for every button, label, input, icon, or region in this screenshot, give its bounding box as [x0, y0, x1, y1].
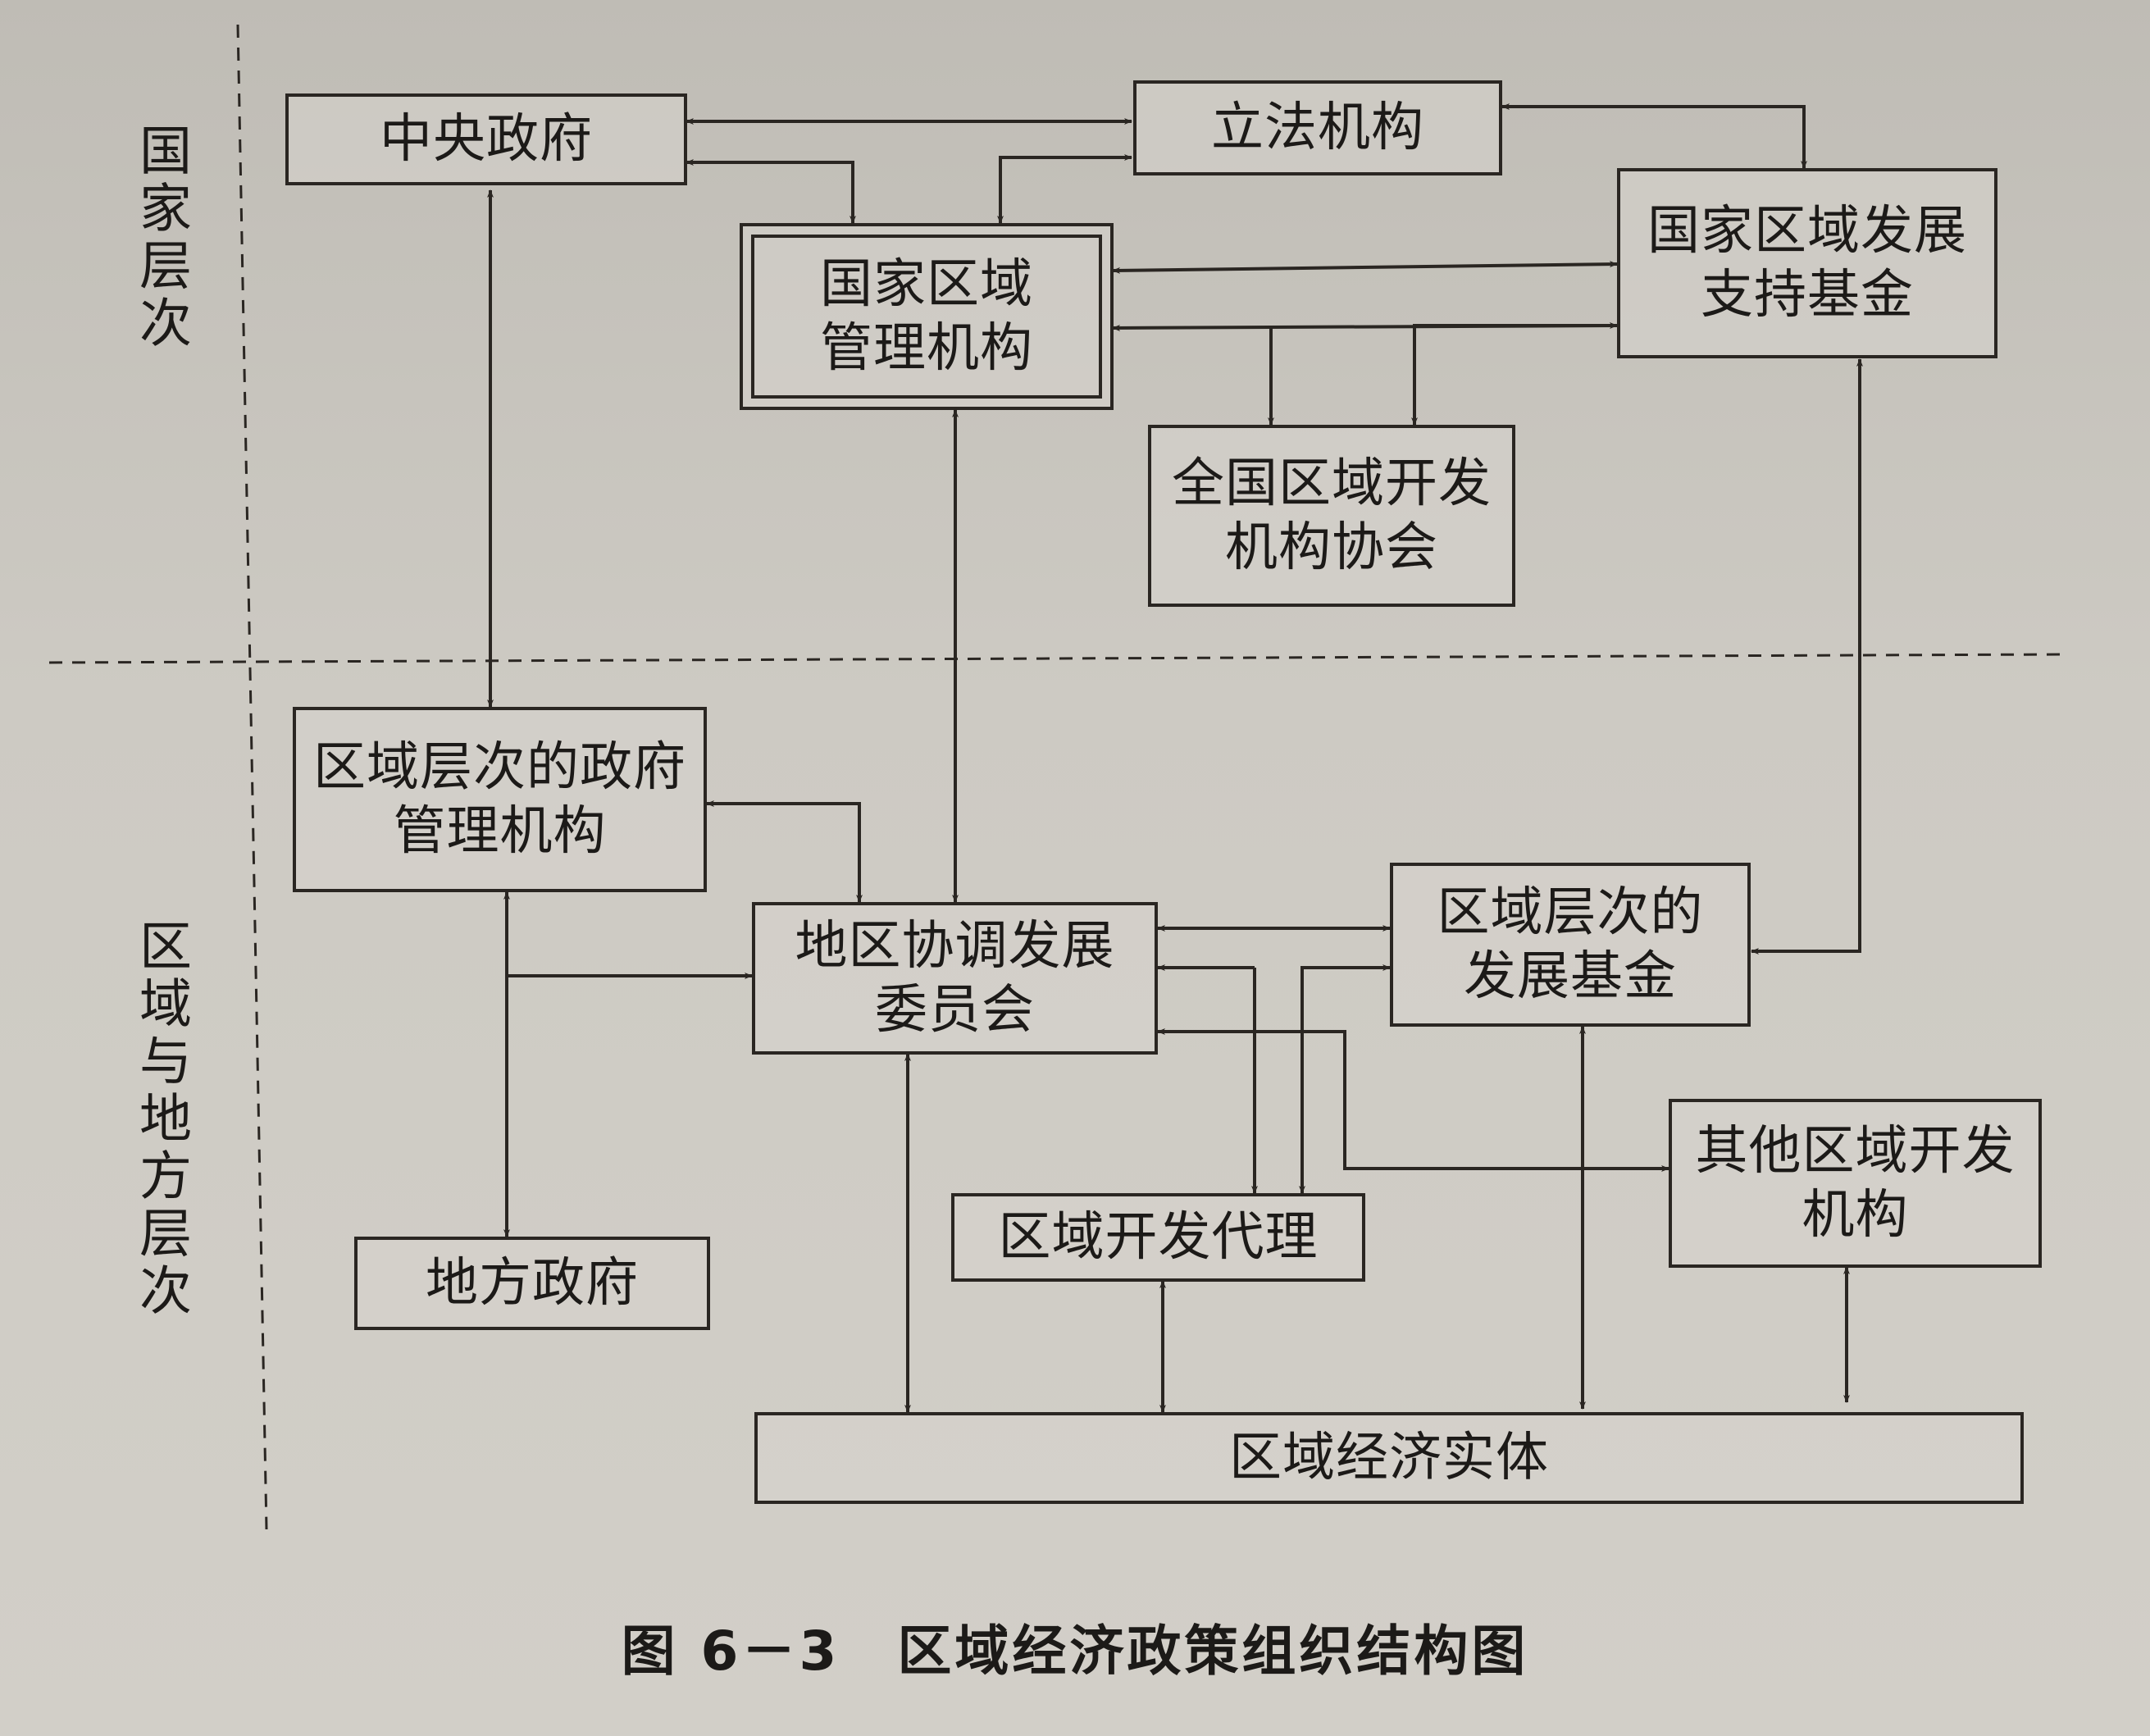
level-label-regional: 区域与地方层次: [130, 918, 191, 1320]
node-label: 中央政府: [380, 109, 593, 170]
node-label: 区域开发代理: [998, 1207, 1319, 1268]
edge-mgmt-fund-1: [1112, 261, 1618, 274]
node-other-development-org: 其他区域开发 机构: [1669, 1099, 2042, 1268]
vertical-divider: [236, 24, 268, 1530]
edge-legislature-fund: [1501, 103, 1807, 169]
node-development-agent: 区域开发代理: [951, 1193, 1365, 1282]
node-label: 区域层次的政府 管理机构: [313, 737, 686, 862]
edge-fund-assoc: [1411, 324, 1617, 426]
edge-regional-committee: [706, 800, 863, 903]
level-label-national: 国家层次: [130, 123, 191, 353]
horizontal-divider: [48, 653, 2063, 664]
edge-fund-regionalfund: [1751, 358, 1863, 955]
node-label: 地区协调发展 委员会: [795, 916, 1115, 1041]
node-national-development-fund: 国家区域发展 支持基金: [1617, 168, 1997, 358]
node-national-regional-management: 国家区域 管理机构: [740, 223, 1114, 410]
node-label: 区域层次的 发展基金: [1437, 882, 1704, 1007]
edge-committee-other: [1157, 1028, 1669, 1172]
node-central-government: 中央政府: [285, 93, 687, 185]
node-label: 立法机构: [1211, 98, 1424, 158]
node-regional-development-fund: 区域层次的 发展基金: [1390, 863, 1751, 1027]
node-label: 国家区域 管理机构: [820, 254, 1033, 379]
node-label: 其他区域开发 机构: [1695, 1121, 2016, 1246]
node-label: 全国区域开发 机构协会: [1172, 453, 1492, 578]
edge-central-mgmt: [686, 159, 856, 224]
node-local-government: 地方政府: [354, 1237, 710, 1330]
node-label: 区域经济实体: [1229, 1428, 1549, 1488]
node-national-development-association: 全国区域开发 机构协会: [1148, 425, 1515, 607]
node-label: 国家区域发展 支持基金: [1647, 201, 1967, 326]
node-regional-economic-entity: 区域经济实体: [754, 1412, 2024, 1504]
figure-caption: 图 6－3 区域经济政策组织结构图: [621, 1620, 1529, 1683]
node-regional-government-management: 区域层次的政府 管理机构: [293, 707, 707, 892]
node-coordination-committee: 地区协调发展 委员会: [752, 902, 1158, 1055]
node-label: 地方政府: [426, 1253, 639, 1314]
node-legislature: 立法机构: [1133, 80, 1502, 175]
edge-legislature-mgmt: [997, 154, 1132, 224]
